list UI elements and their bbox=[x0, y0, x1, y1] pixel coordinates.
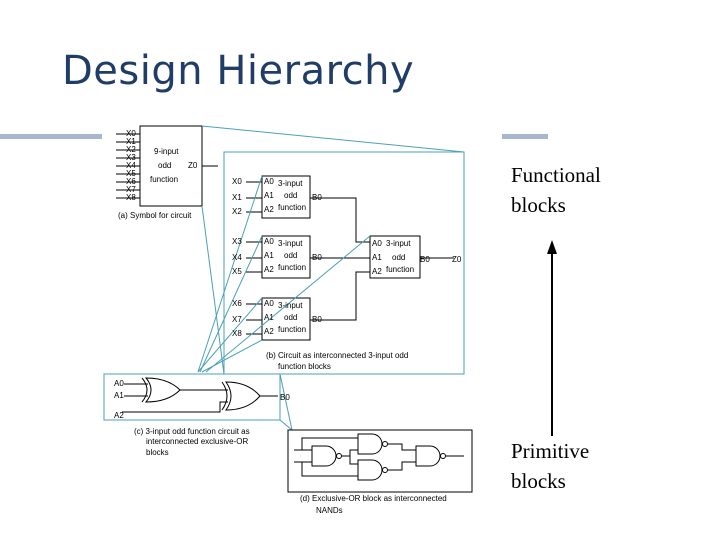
block3-line-3: function bbox=[278, 325, 306, 334]
slide-title: Design Hierarchy bbox=[62, 48, 415, 94]
block2-port-a1: A1 bbox=[264, 251, 274, 260]
caption-d-line-2: NANDs bbox=[316, 506, 343, 515]
symbol-input-x2: X2 bbox=[126, 145, 136, 154]
nand-gate-4 bbox=[415, 445, 441, 467]
symbol-input-x5: X5 bbox=[126, 169, 136, 178]
block-2 bbox=[261, 235, 311, 279]
caption-d-line-1: (d) Exclusive-OR block as interconnected bbox=[300, 494, 447, 503]
input-x7: X7 bbox=[232, 315, 242, 324]
primitive-label-line-1: Primitive bbox=[511, 439, 590, 463]
input-x2: X2 bbox=[232, 207, 242, 216]
block2-line-1: 3-input bbox=[278, 239, 303, 248]
block1-line-3: function bbox=[278, 203, 306, 212]
block2-port-a2: A2 bbox=[264, 265, 274, 274]
block4-port-a0: A0 bbox=[372, 239, 382, 248]
primitive-label-line-2: blocks bbox=[511, 469, 566, 493]
hierarchy-arrow bbox=[547, 240, 557, 436]
functional-label-line-2: blocks bbox=[511, 193, 566, 217]
block3-port-a1: A1 bbox=[264, 313, 274, 322]
zoom-outline-d bbox=[287, 429, 473, 493]
functional-label-line-1: Functional bbox=[511, 163, 601, 187]
caption-c-line-3: blocks bbox=[146, 448, 169, 457]
block3-output: B0 bbox=[312, 315, 322, 324]
input-x3: X3 bbox=[232, 237, 242, 246]
block4-port-a2: A2 bbox=[372, 267, 382, 276]
block1-output: B0 bbox=[312, 193, 322, 202]
zoom-outline-c bbox=[103, 373, 281, 421]
symbol-input-x0: X0 bbox=[126, 129, 136, 138]
block-3 bbox=[261, 297, 311, 341]
nand-gate-1 bbox=[311, 445, 337, 467]
caption-b-line-2: function blocks bbox=[278, 362, 331, 371]
block3-port-a0: A0 bbox=[264, 299, 274, 308]
symbol-line-3: function bbox=[150, 175, 178, 184]
title-rule-right bbox=[500, 134, 548, 139]
block4-output: B0 bbox=[420, 255, 430, 264]
symbol-input-x6: X6 bbox=[126, 177, 136, 186]
zoom-outline-b bbox=[223, 151, 465, 375]
hierarchy-diagram: X0 X1 X2 X3 X4 X5 X6 X7 X8 9-input odd f… bbox=[103, 125, 473, 515]
input-x5: X5 bbox=[232, 267, 242, 276]
input-x4: X4 bbox=[232, 253, 242, 262]
symbol-line-2: odd bbox=[158, 161, 171, 170]
primitive-blocks-label: Primitive blocks bbox=[511, 436, 589, 496]
xor-gate-1 bbox=[144, 377, 181, 403]
block1-port-a1: A1 bbox=[264, 191, 274, 200]
input-x6: X6 bbox=[232, 299, 242, 308]
symbol-input-x3: X3 bbox=[126, 153, 136, 162]
block3-line-2: odd bbox=[284, 313, 297, 322]
title-rule-left bbox=[0, 134, 104, 139]
block2-port-a0: A0 bbox=[264, 237, 274, 246]
block1-port-a0: A0 bbox=[264, 177, 274, 186]
block4-line-1: 3-input bbox=[386, 239, 411, 248]
block-4 bbox=[369, 235, 421, 279]
symbol-line-1: 9-input bbox=[154, 147, 179, 156]
xor-output-b0: B0 bbox=[280, 393, 290, 402]
xor-gate-2 bbox=[225, 381, 261, 411]
final-output-z0: Z0 bbox=[452, 255, 462, 264]
symbol-input-x7: X7 bbox=[126, 185, 136, 194]
block1-line-1: 3-input bbox=[278, 179, 303, 188]
block3-port-a2: A2 bbox=[264, 327, 274, 336]
block2-line-3: function bbox=[278, 263, 306, 272]
block1-line-2: odd bbox=[284, 191, 297, 200]
block-1 bbox=[261, 175, 311, 219]
xor-port-a2: A2 bbox=[114, 411, 124, 420]
block2-line-2: odd bbox=[284, 251, 297, 260]
xor-port-a1: A1 bbox=[114, 391, 124, 400]
input-x0: X0 bbox=[232, 177, 242, 186]
block1-port-a2: A2 bbox=[264, 205, 274, 214]
input-x8: X8 bbox=[232, 329, 242, 338]
input-x1: X1 bbox=[232, 193, 242, 202]
block4-line-3: function bbox=[386, 265, 414, 274]
block4-line-2: odd bbox=[392, 253, 405, 262]
nand-gate-3 bbox=[357, 459, 383, 481]
xor-port-a0: A0 bbox=[114, 379, 124, 388]
caption-b-line-1: (b) Circuit as interconnected 3-input od… bbox=[266, 351, 408, 360]
nand-gate-2 bbox=[357, 433, 383, 455]
caption-c-line-1: (c) 3-input odd function circuit as bbox=[134, 427, 250, 436]
block4-port-a1: A1 bbox=[372, 253, 382, 262]
block3-line-1: 3-input bbox=[278, 301, 303, 310]
hierarchy-figure: X0 X1 X2 X3 X4 X5 X6 X7 X8 9-input odd f… bbox=[102, 120, 502, 522]
arrow-head bbox=[547, 240, 557, 254]
symbol-input-x4: X4 bbox=[126, 161, 136, 170]
block2-output: B0 bbox=[312, 253, 322, 262]
caption-a: (a) Symbol for circuit bbox=[118, 211, 192, 220]
symbol-input-x8: X8 bbox=[126, 193, 136, 202]
symbol-input-x1: X1 bbox=[126, 137, 136, 146]
functional-blocks-label: Functional blocks bbox=[511, 160, 601, 220]
symbol-output: Z0 bbox=[188, 161, 198, 170]
caption-c-line-2: interconnected exclusive-OR bbox=[146, 437, 248, 446]
